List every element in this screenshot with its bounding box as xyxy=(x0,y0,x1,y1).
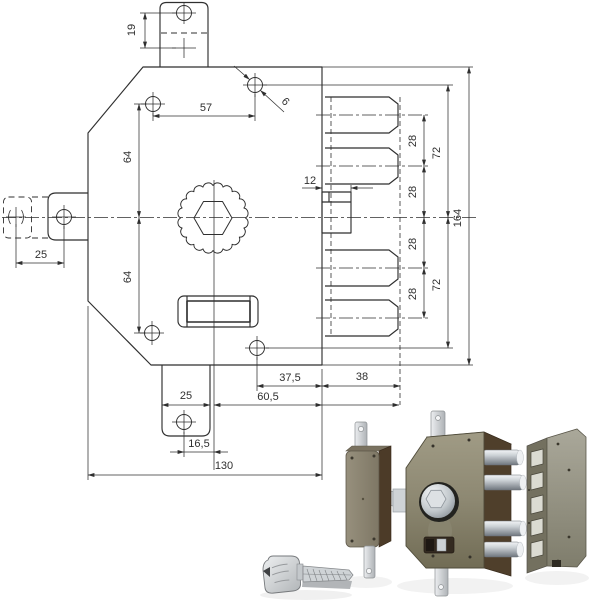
strike-plate xyxy=(526,428,587,574)
dim-25-bottom: 25 xyxy=(180,390,192,402)
dim-37-5: 37,5 xyxy=(279,372,300,384)
dim-28-4: 28 xyxy=(407,288,419,300)
external-cylinder-unit xyxy=(345,421,408,579)
dim-64-lower: 64 xyxy=(122,271,134,283)
dim-25-left: 25 xyxy=(35,249,47,261)
dim-28-1: 28 xyxy=(407,135,419,147)
product-photo xyxy=(260,410,589,600)
dim-38: 38 xyxy=(356,371,368,383)
thumb-knob xyxy=(419,482,459,522)
lock-case-outline xyxy=(3,1,323,437)
knurled-knob xyxy=(177,182,249,254)
dim-28-3: 28 xyxy=(407,238,419,250)
dim-28-2: 28 xyxy=(407,186,419,198)
latch-slider xyxy=(423,536,455,554)
deadbolts xyxy=(316,96,429,405)
center-lines xyxy=(2,180,478,470)
dim-6: 6 xyxy=(279,95,292,108)
dim-16-5: 16,5 xyxy=(188,438,209,450)
dim-57: 57 xyxy=(200,102,212,114)
dim-12: 12 xyxy=(304,175,316,187)
dim-164: 164 xyxy=(452,209,464,227)
dim-130: 130 xyxy=(215,460,233,472)
latch-bolt xyxy=(321,191,352,234)
dim-60-5: 60,5 xyxy=(257,391,278,403)
key-cylinder-slot xyxy=(177,295,259,328)
lock-body xyxy=(405,410,527,597)
keys xyxy=(262,555,354,594)
mounting-holes xyxy=(6,2,269,434)
dim-72-upper: 72 xyxy=(431,147,443,159)
dim-19: 19 xyxy=(126,24,138,36)
dim-72-lower: 72 xyxy=(431,279,443,291)
dim-64-upper: 64 xyxy=(122,151,134,163)
deadbolts-photo xyxy=(482,449,527,558)
dimensions: 19 57 6 64 64 25 12 28 28 28 28 72 72 16… xyxy=(15,12,473,480)
